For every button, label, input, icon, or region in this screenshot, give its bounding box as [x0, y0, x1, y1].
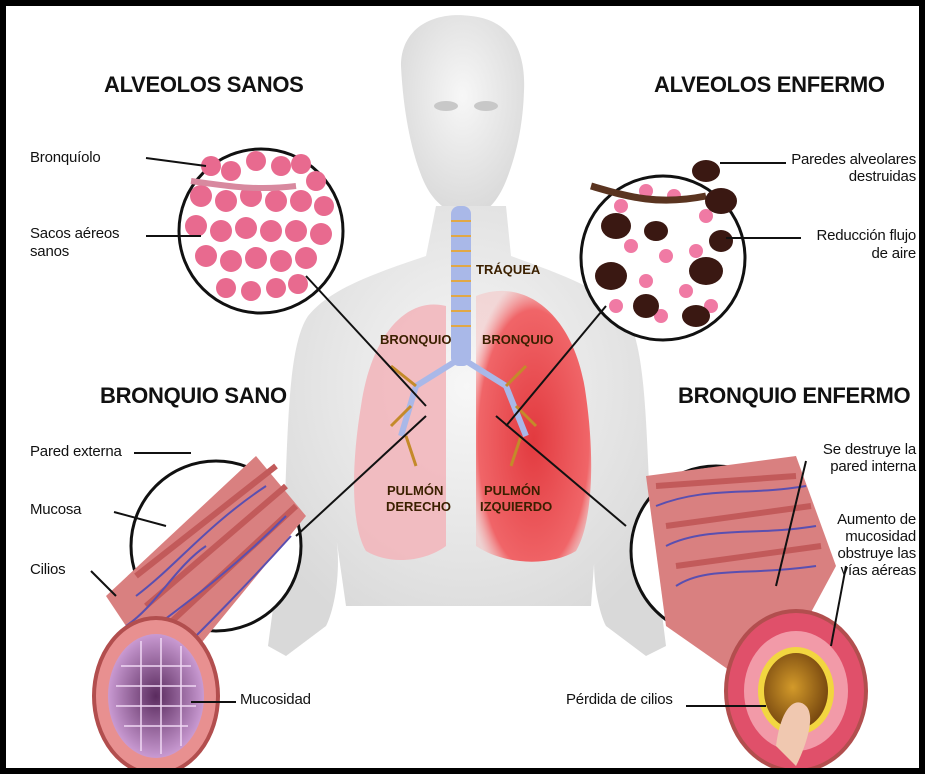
label-mucus-increase-line1: Aumento de	[766, 512, 916, 528]
label-bronchus-right-side: BRONQUIO	[380, 333, 452, 347]
label-mucus: Mucosidad	[240, 692, 311, 708]
label-airflow-line2: de aire	[766, 246, 916, 262]
label-mucus-increase-line4: vías aéreas	[766, 563, 916, 579]
label-left-lung-line1: PULMÓN	[484, 484, 540, 498]
label-inner-wall-line1: Se destruye la	[766, 442, 916, 458]
sick-alveoli-circle	[581, 160, 745, 340]
label-walls-line1: Paredes alveolares	[766, 152, 916, 168]
label-walls-line2: destruidas	[766, 169, 916, 185]
label-cilia: Cilios	[30, 562, 65, 578]
infographic: ALVEOLOS SANOS ALVEOLOS ENFERMO BRONQUIO…	[6, 6, 919, 768]
label-cilia-loss: Pérdida de cilios	[566, 692, 673, 708]
label-mucosa: Mucosa	[30, 502, 81, 518]
label-inner-wall-line2: pared interna	[766, 459, 916, 475]
sick-bronchus	[631, 456, 866, 768]
label-outer-wall: Pared externa	[30, 444, 122, 460]
title-sick-alveoli: ALVEOLOS ENFERMO	[654, 73, 885, 97]
label-trachea: TRÁQUEA	[476, 263, 540, 277]
label-air-sacs-line2: sanos	[30, 244, 69, 260]
label-bronchiole: Bronquíolo	[30, 150, 101, 166]
label-mucus-increase-line2: mucosidad	[766, 529, 916, 545]
label-bronchus-left-side: BRONQUIO	[482, 333, 554, 347]
label-mucus-increase-line3: obstruye las	[766, 546, 916, 562]
label-air-sacs-line1: Sacos aéreos	[30, 226, 119, 242]
title-healthy-bronchus: BRONQUIO SANO	[100, 384, 287, 408]
label-right-lung-line2: DERECHO	[386, 500, 451, 514]
label-left-lung-line2: IZQUIERDO	[480, 500, 552, 514]
title-healthy-alveoli: ALVEOLOS SANOS	[104, 73, 304, 97]
label-right-lung-line1: PULMÓN	[387, 484, 443, 498]
title-sick-bronchus: BRONQUIO ENFERMO	[678, 384, 910, 408]
label-airflow-line1: Reducción flujo	[766, 228, 916, 244]
